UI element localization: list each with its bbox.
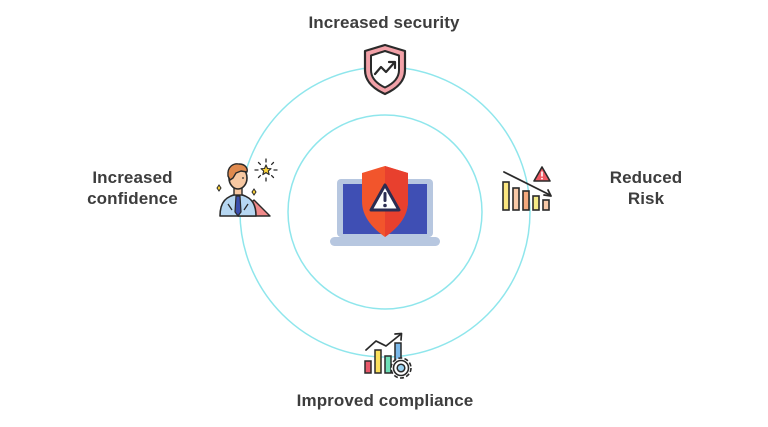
benefit-label-improved-compliance: Improved compliance — [270, 390, 500, 411]
inner-ring — [287, 114, 483, 310]
label-line: Increased security — [308, 13, 460, 32]
label-line: Improved compliance — [296, 391, 474, 410]
benefit-label-increased-confidence: Increased confidence — [60, 167, 205, 209]
laptop-shield-warning-icon — [330, 166, 440, 246]
label-line: Increased — [92, 168, 173, 187]
bar-chart-gear-icon — [364, 332, 412, 379]
label-line: Reduced — [609, 168, 683, 187]
benefit-label-reduced-risk: Reduced Risk — [586, 167, 706, 209]
label-line: confidence — [87, 189, 178, 208]
label-line: Risk — [627, 189, 665, 208]
shield-trend-up-icon — [363, 43, 407, 96]
benefit-label-increased-security: Increased security — [284, 12, 484, 33]
confident-businessman-icon — [216, 158, 278, 217]
declining-bars-warning-icon — [502, 166, 552, 211]
